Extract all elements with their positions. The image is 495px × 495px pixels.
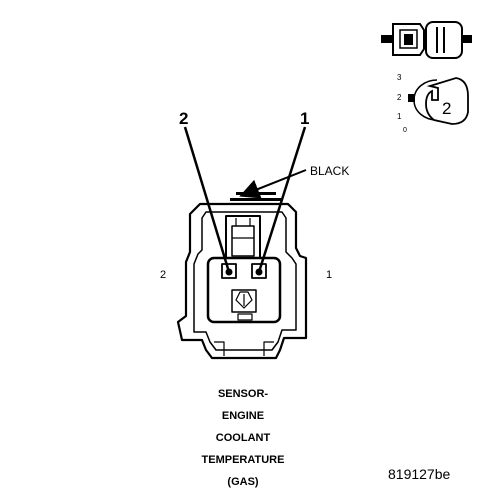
figure-id: 819127be — [388, 466, 451, 482]
view-number: 2 — [442, 99, 451, 118]
pin-2-leader — [183, 126, 231, 273]
view-indicator: 3 2 1 0 2 — [397, 73, 469, 134]
color-label: BLACK — [310, 164, 349, 178]
title-line-1: SENSOR- — [217, 388, 269, 400]
title-line-2: ENGINE — [221, 410, 265, 422]
pin-2-dot — [225, 268, 233, 276]
scale-label-2: 2 — [397, 93, 402, 102]
pin-1-dot — [255, 268, 263, 276]
scale-label-1: 1 — [397, 112, 402, 121]
side-label-2: 2 — [160, 269, 166, 281]
connector-side-icon — [381, 21, 472, 59]
scale-label-3: 3 — [397, 73, 402, 82]
title-line-4: TEMPERATURE — [201, 454, 285, 466]
side-label-1: 1 — [326, 269, 332, 281]
pin-1-callout: 1 — [300, 109, 309, 128]
connector-body — [176, 192, 308, 360]
pin-2-callout: 2 — [179, 109, 188, 128]
scale-label-0: 0 — [403, 127, 407, 134]
title-line-3: COOLANT — [215, 432, 271, 444]
pin-1-leader — [257, 126, 307, 273]
title-line-5: (GAS) — [227, 476, 259, 488]
pin-leader-lines — [183, 126, 307, 273]
color-leader — [239, 169, 307, 199]
